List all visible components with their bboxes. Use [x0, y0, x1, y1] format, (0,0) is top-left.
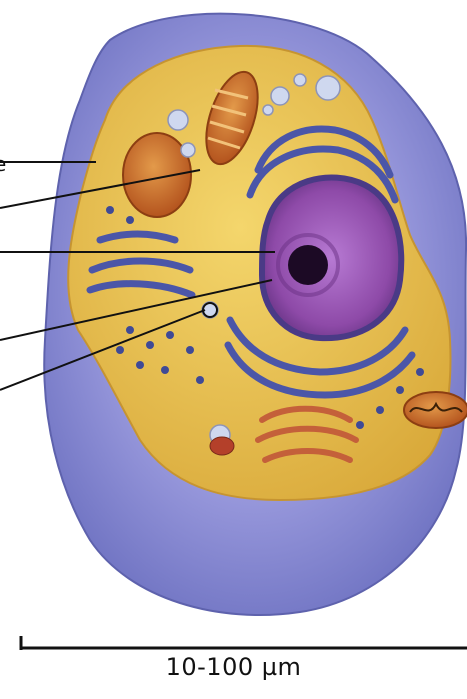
scale-bar: [20, 636, 467, 650]
scale-bar-label: 10-100 µm: [0, 653, 467, 681]
partial-organelle-label: e: [0, 152, 6, 176]
nucleus: [262, 178, 401, 339]
nucleolus: [288, 245, 328, 285]
mitochondrion-oval: [123, 133, 191, 217]
mitochondrion-bottom: [404, 392, 467, 428]
lysosome: [210, 437, 234, 455]
